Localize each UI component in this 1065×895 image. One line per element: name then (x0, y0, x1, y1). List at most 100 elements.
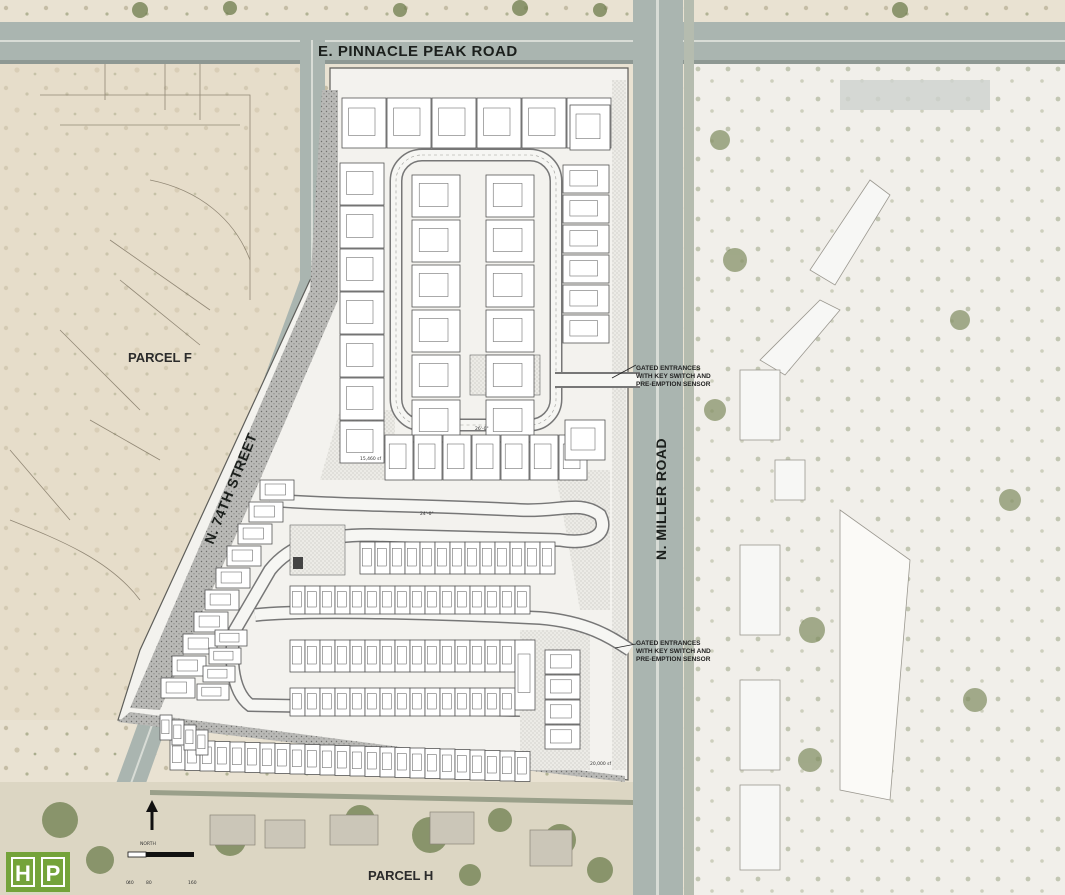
parcel-f-label: PARCEL F (128, 350, 192, 365)
house-footprint (352, 693, 362, 710)
house-footprint (307, 646, 317, 665)
house-footprint (337, 646, 347, 665)
lot (544, 674, 581, 700)
house-footprint (388, 443, 407, 469)
house-footprint (165, 681, 187, 694)
lot (562, 224, 610, 254)
house-footprint (232, 747, 242, 765)
gate-lower-line-1: GATED ENTRANCES (636, 640, 701, 647)
house-footprint (487, 756, 497, 774)
house-footprint (382, 693, 392, 710)
north-arrow: NORTH (140, 800, 158, 847)
house-footprint (382, 752, 392, 770)
house-footprint (504, 443, 523, 469)
house-footprint (346, 386, 374, 410)
lot (339, 420, 385, 464)
house-footprint (337, 751, 347, 769)
lot (471, 434, 501, 481)
house-footprint (427, 646, 437, 665)
scale-bar: 0 40 80 160 (126, 851, 197, 886)
house-footprint (497, 548, 507, 567)
scale-tick-160: 160 (188, 880, 197, 886)
house-footprint (550, 704, 572, 719)
house-footprint (502, 591, 512, 608)
house-footprint (457, 693, 467, 710)
house-footprint (492, 408, 523, 432)
east-parking (840, 80, 990, 110)
lot (485, 309, 535, 353)
house-footprint (417, 443, 436, 469)
lot (564, 419, 606, 461)
house-footprint (472, 646, 482, 665)
lot (562, 314, 610, 344)
house-footprint (492, 228, 523, 252)
house-footprint (213, 650, 234, 661)
house-footprint (427, 591, 437, 608)
house-footprint (307, 750, 317, 768)
svg-text:20,000 sf: 20,000 sf (590, 761, 612, 767)
house-footprint (517, 757, 527, 775)
lot (569, 104, 611, 151)
house-footprint (231, 549, 253, 562)
house-footprint (161, 719, 170, 734)
lot (339, 291, 385, 335)
east-landscape-buffer (612, 80, 626, 770)
house-footprint (550, 654, 572, 669)
east-buildings (739, 179, 911, 871)
house-footprint (207, 668, 228, 679)
gate-lower-line-3: PRE-EMPTION SENSOR (636, 656, 711, 663)
house-footprint (209, 593, 231, 606)
gate-upper-line-2: WITH KEY SWITCH AND (636, 373, 711, 380)
house-footprint (487, 591, 497, 608)
house-footprint (418, 363, 449, 387)
house-footprint (475, 443, 494, 469)
svg-text:26'-0": 26'-0" (475, 426, 489, 432)
house-footprint (492, 183, 523, 207)
house-footprint (176, 659, 198, 672)
house-footprint (185, 729, 194, 744)
house-footprint (346, 171, 374, 195)
house-footprint (569, 200, 598, 217)
lot (411, 264, 461, 308)
lot (562, 194, 610, 224)
house-footprint (348, 107, 376, 136)
hp-logo: H P (6, 852, 70, 892)
scale-tick-0: 0 (126, 880, 129, 886)
house-footprint (187, 637, 209, 650)
house-footprint (412, 693, 422, 710)
house-footprint (442, 693, 452, 710)
lot (500, 434, 530, 481)
svg-text:24'-0": 24'-0" (420, 511, 434, 517)
house-footprint (346, 214, 374, 238)
lot (562, 164, 610, 194)
house-footprint (172, 745, 182, 763)
house-footprint (457, 591, 467, 608)
house-footprint (242, 527, 264, 540)
house-footprint (367, 591, 377, 608)
house-footprint (502, 646, 512, 665)
house-footprint (322, 591, 332, 608)
north-label: NORTH (140, 841, 156, 847)
house-footprint (502, 693, 512, 710)
house-footprint (382, 591, 392, 608)
house-footprint (487, 693, 497, 710)
house-footprint (569, 260, 598, 277)
house-footprint (457, 755, 467, 773)
house-footprint (322, 693, 332, 710)
house-footprint (487, 646, 497, 665)
house-footprint (253, 505, 275, 518)
house-footprint (397, 591, 407, 608)
house-footprint (472, 591, 482, 608)
house-footprint (277, 749, 287, 767)
house-footprint (569, 320, 598, 337)
lot (339, 334, 385, 378)
house-footprint (397, 753, 407, 771)
lot (476, 97, 522, 149)
house-footprint (346, 343, 374, 367)
house-footprint (393, 107, 421, 136)
house-footprint (528, 107, 556, 136)
house-footprint (219, 632, 240, 643)
house-footprint (483, 107, 511, 136)
house-footprint (337, 591, 347, 608)
